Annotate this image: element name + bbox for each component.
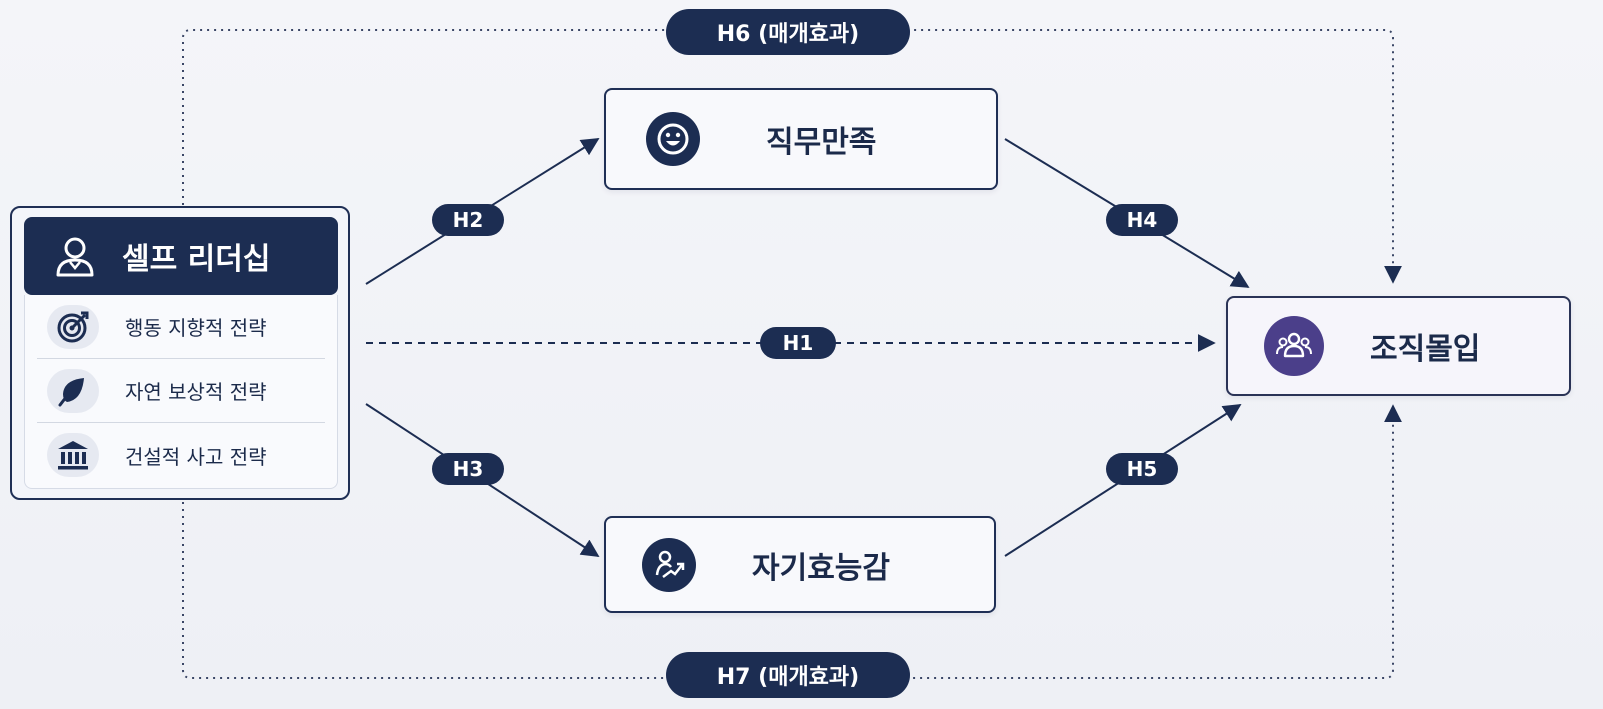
h7-label: H7 (매개효과) (666, 652, 910, 698)
leaf-icon (47, 368, 99, 413)
h4-label: H4 (1106, 204, 1178, 236)
group-icon (1264, 316, 1324, 376)
strategy-label: 자연 보상적 전략 (125, 380, 267, 404)
strategy-item: 건설적 사고 전략 (37, 423, 325, 487)
h5-label: H5 (1106, 453, 1178, 485)
self-efficacy-node: 자기효능감 (604, 516, 996, 613)
job-satisfaction-label: 직무만족 (766, 125, 877, 160)
target-icon (47, 304, 99, 349)
strategy-label: 건설적 사고 전략 (125, 444, 267, 469)
h3-label: H3 (432, 453, 504, 485)
self-efficacy-label: 자기효능감 (752, 550, 890, 586)
person-icon (52, 233, 98, 279)
growth-person-icon (642, 537, 696, 592)
h1-label: H1 (760, 327, 836, 359)
h6-path (182, 29, 1402, 284)
bank-icon (47, 433, 99, 477)
commitment-node: 조직몰입 (1226, 296, 1571, 396)
strategy-label: 행동 지향적 전략 (125, 316, 267, 340)
strategy-list: 행동 지향적 전략 자연 보상적 전략 건설적 사고 전략 (24, 295, 338, 489)
h6-label: H6 (매개효과) (666, 9, 910, 55)
strategy-item: 행동 지향적 전략 (37, 295, 325, 359)
job-satisfaction-node: 직무만족 (604, 88, 998, 190)
self-leadership-header: 셀프 리더십 (24, 217, 338, 295)
h2-label: H2 (432, 204, 504, 236)
strategy-item: 자연 보상적 전략 (37, 359, 325, 423)
commitment-label: 조직몰입 (1370, 332, 1481, 367)
smile-icon (646, 112, 700, 166)
self-leadership-title: 셀프 리더십 (122, 242, 271, 277)
